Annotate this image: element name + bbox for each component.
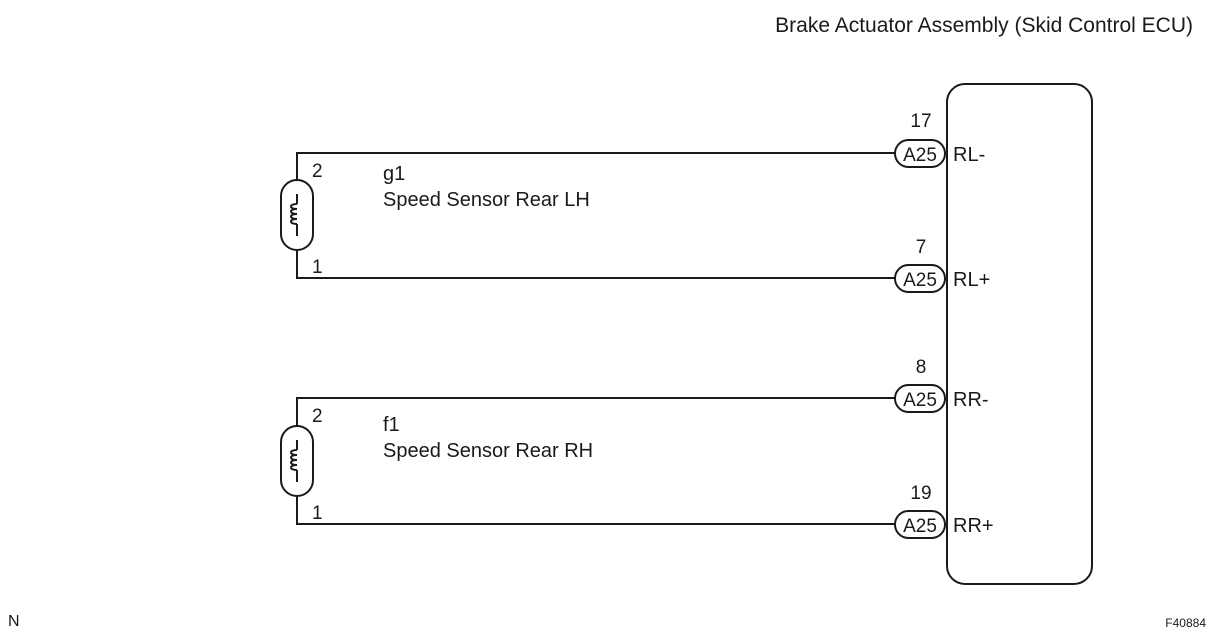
sensor-rear-lh: 2 1 g1 Speed Sensor Rear LH: [280, 152, 895, 279]
coil-icon: [290, 194, 298, 236]
pin-number: 17: [910, 111, 931, 132]
connector-oval: [894, 384, 946, 413]
connector-oval: [894, 264, 946, 293]
corner-mark: N: [8, 613, 20, 630]
terminal-rr-plus: A25 19 RR+: [894, 483, 994, 539]
connector-label: A25: [903, 390, 937, 411]
signal-label: RL-: [953, 144, 985, 166]
ecu-box: [946, 83, 1093, 585]
sensor-code: g1: [383, 163, 405, 185]
connector-oval: [894, 510, 946, 539]
pin-number: 19: [910, 483, 931, 504]
sensor-name: Speed Sensor Rear LH: [383, 189, 590, 211]
connector-label: A25: [903, 145, 937, 166]
ecu-title: Brake Actuator Assembly (Skid Control EC…: [775, 14, 1193, 37]
signal-label: RR+: [953, 515, 994, 537]
sensor-pin-bottom: 1: [312, 257, 323, 278]
pin-number: 8: [916, 357, 927, 378]
sensor-pin-top: 2: [312, 406, 323, 427]
sensor-pin-top: 2: [312, 161, 323, 182]
signal-label: RR-: [953, 389, 989, 411]
terminal-rr-minus: A25 8 RR-: [894, 357, 989, 413]
connector-label: A25: [903, 270, 937, 291]
pin-number: 7: [916, 237, 927, 258]
sensor-name: Speed Sensor Rear RH: [383, 440, 593, 462]
figure-id: F40884: [1165, 616, 1206, 630]
connector-label: A25: [903, 516, 937, 537]
terminal-rl-plus: A25 7 RL+: [894, 237, 990, 293]
connector-oval: [894, 139, 946, 168]
sensor-rear-rh: 2 1 f1 Speed Sensor Rear RH: [280, 397, 895, 525]
sensor-code: f1: [383, 414, 400, 436]
sensor-pin-bottom: 1: [312, 503, 323, 524]
terminal-rl-minus: A25 17 RL-: [894, 111, 985, 168]
coil-icon: [290, 440, 298, 482]
signal-label: RL+: [953, 269, 990, 291]
